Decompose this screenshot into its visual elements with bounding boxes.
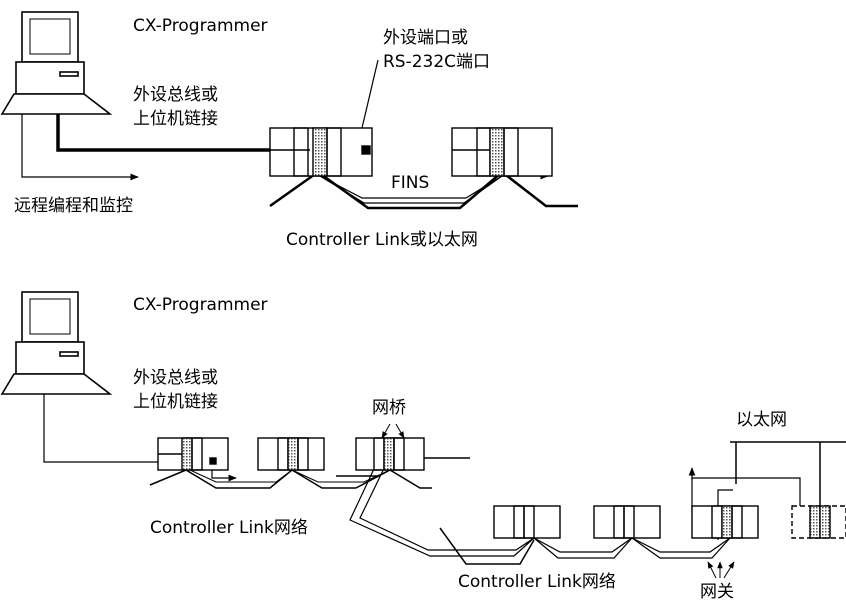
ethernet-line (730, 441, 846, 510)
bottom-computer-icon (0, 291, 113, 395)
bottom-bus-label-line2: 上位机链接 (133, 392, 218, 412)
top-network-label: Controller Link或以太网 (286, 230, 478, 250)
top-port-label-line1: 外设端口或 (383, 28, 468, 48)
bridge-label: 网桥 (372, 398, 406, 418)
label-pointers (381, 423, 735, 579)
top-fins-label: FINS (388, 173, 433, 193)
top-plc-left (269, 127, 373, 177)
bottom-plc-4 (493, 505, 561, 539)
bottom-plc-5 (593, 505, 661, 539)
bottom-plc-gateway (691, 505, 759, 539)
top-software-label: CX-Programmer (133, 16, 268, 36)
network2-label: Controller Link网络 (458, 572, 616, 592)
top-bus-label-line1: 外设总线或 (133, 85, 218, 105)
bottom-plc-ethernet (791, 505, 846, 539)
top-port-label-line2: RS-232C端口 (383, 52, 491, 72)
top-computer-icon (0, 11, 113, 115)
top-bus-label-line2: 上位机链接 (133, 109, 218, 129)
bottom-plc-bridge (355, 437, 425, 471)
bottom-bus-label-line1: 外设总线或 (133, 368, 218, 388)
bottom-plc-1 (157, 437, 229, 471)
bottom-plc-2 (257, 437, 325, 471)
bottom-software-label: CX-Programmer (133, 295, 268, 315)
ethernet-label: 以太网 (736, 410, 787, 430)
gateway-label: 网关 (700, 582, 734, 602)
top-remote-label: 远程编程和监控 (14, 196, 133, 216)
network1-label: Controller Link网络 (150, 518, 308, 538)
top-plc-right (451, 127, 553, 177)
